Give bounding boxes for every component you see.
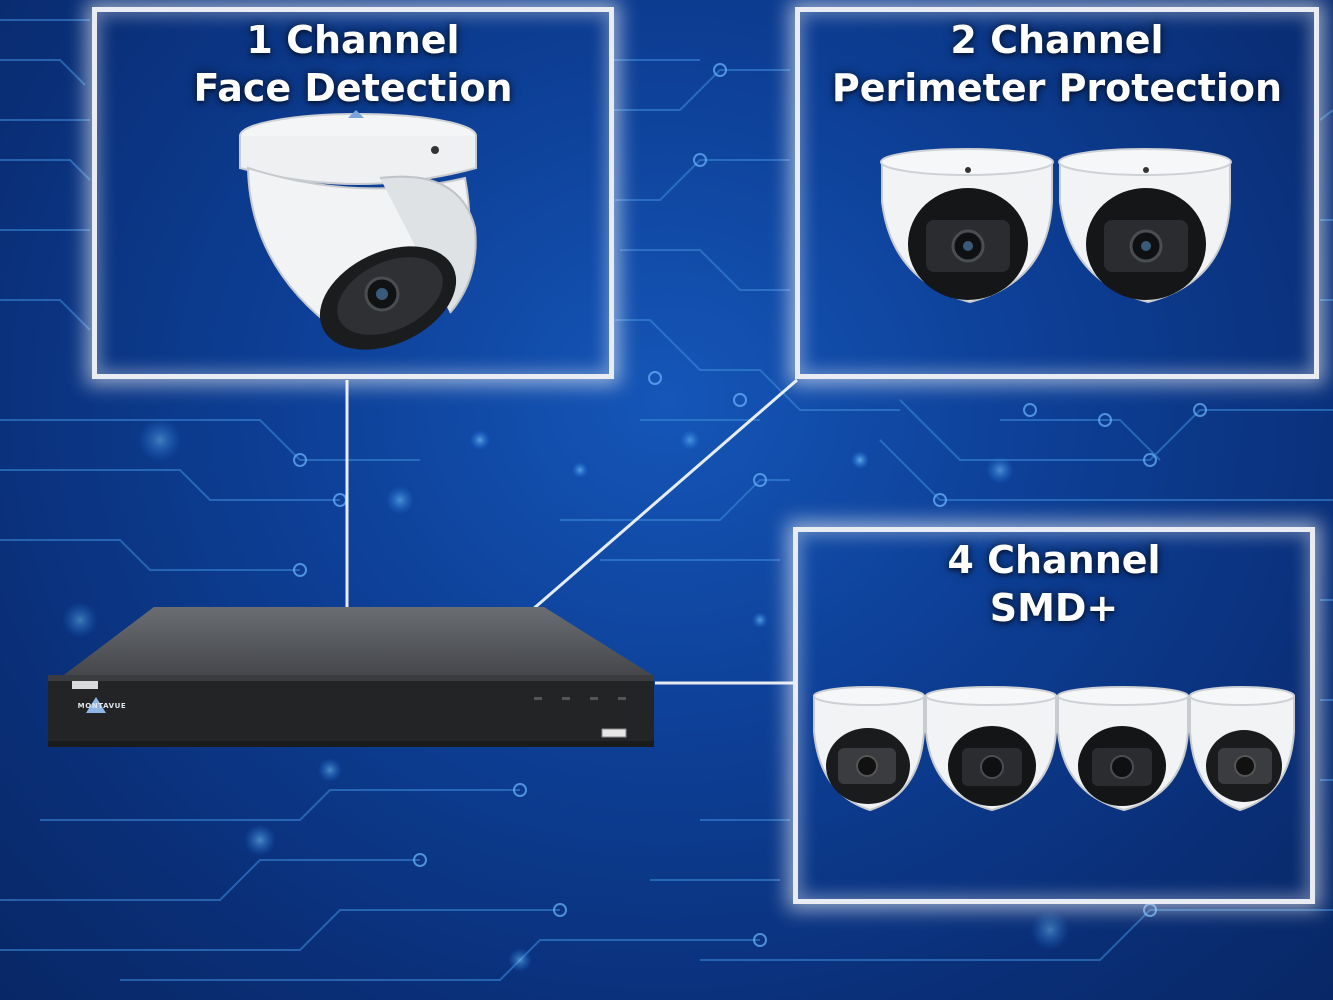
panel-face-title-line1: 1 Channel [246, 18, 460, 62]
panel-smd-plus: 4 Channel SMD+ [793, 527, 1315, 904]
panel-smd-title-line1: 4 Channel [947, 538, 1161, 582]
nvr-brand-label: MONTAVUE [77, 702, 127, 710]
turret-camera-large-icon [239, 110, 477, 350]
panel-face-detection: 1 Channel Face Detection [92, 7, 614, 379]
turret-camera-quad-icon [813, 686, 1295, 812]
nvr-recorder-icon [48, 607, 654, 747]
panel-perimeter-protection: 2 Channel Perimeter Protection [795, 7, 1319, 379]
turret-camera-pair-icon [880, 148, 1232, 304]
panel-perimeter-title-line2: Perimeter Protection [831, 66, 1283, 110]
panel-perimeter-title-line1: 2 Channel [950, 18, 1164, 62]
panel-smd-title-line2: SMD+ [989, 586, 1119, 630]
panel-face-title-line2: Face Detection [193, 66, 513, 110]
